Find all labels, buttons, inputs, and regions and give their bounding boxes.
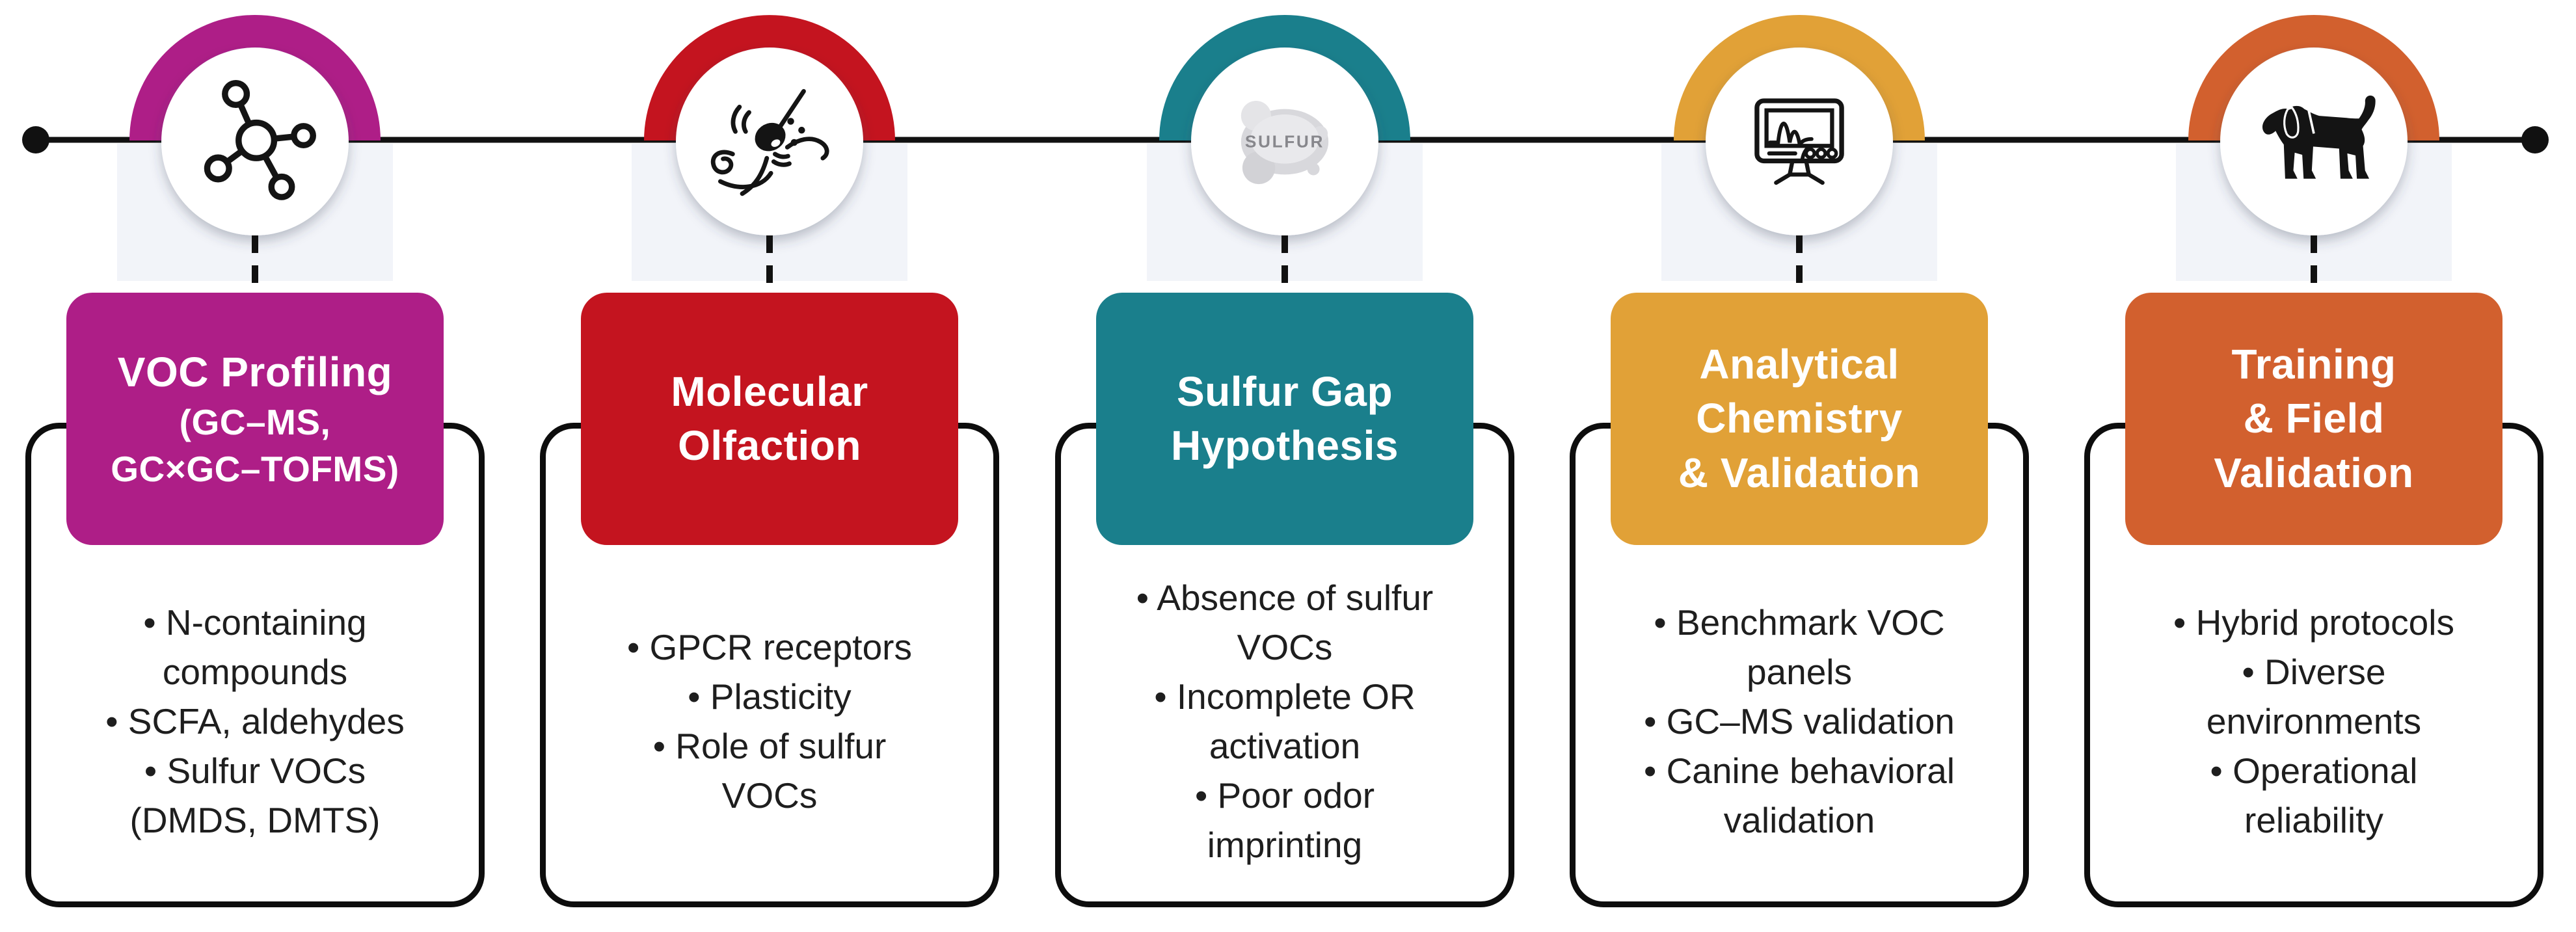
stage-title-line: & Field [2243, 395, 2385, 442]
bullet-line: • Hybrid protocols [2173, 602, 2454, 643]
stage-title-line: Training [2231, 341, 2396, 388]
bullet-line: panels [1746, 652, 1853, 693]
stage-title-line: (GC–MS, [179, 402, 331, 443]
node-arc-sulfur-gap-hypothesis [1159, 15, 1410, 140]
node-arc-training-field-validation [2188, 15, 2439, 140]
bullet-list: • N-containing compounds • SCFA, aldehydes… [35, 549, 475, 895]
stage-header-voc-profiling: VOC Profiling (GC–MS, GC×GC–TOFMS) [66, 293, 444, 545]
bullet-line: VOCs [1237, 627, 1333, 668]
stage-title-line: Chemistry [1696, 395, 1903, 442]
node-arc-molecular-olfaction [644, 15, 895, 140]
bullet-line: VOCs [721, 775, 818, 816]
timeline-start-dot [22, 126, 49, 153]
stage-title-line: VOC Profiling [117, 348, 393, 395]
bullet-line: • Role of sulfur [652, 726, 887, 766]
stage-title-line: GC×GC–TOFMS) [111, 448, 399, 489]
bullet-line: validation [1723, 799, 1875, 840]
bullet-line: reliability [2244, 799, 2383, 840]
stage-title-line: Hypothesis [1171, 422, 1399, 469]
bullet-line: environments [2206, 701, 2422, 742]
bullet-line: • Absence of sulfur [1136, 578, 1434, 619]
stage-title-line: Analytical [1699, 341, 1899, 388]
sulfur-rock-icon: SULFUR [1216, 73, 1353, 210]
bullet-line: • GC–MS validation [1644, 701, 1955, 742]
bullet-line: • Benchmark VOC [1654, 602, 1945, 643]
bullet-line: • Poor odor [1194, 775, 1375, 816]
bullet-line: • Diverse [2242, 652, 2386, 693]
chromatograph-monitor-icon [1731, 73, 1868, 210]
bullet-line: • Incomplete OR [1154, 676, 1415, 717]
dog-icon [2246, 73, 2382, 210]
bullet-line: • SCFA, aldehydes [105, 701, 405, 742]
bullet-line: • Sulfur VOCs [144, 750, 366, 791]
bullet-line: • Plasticity [688, 676, 852, 717]
stage-title-line: Validation [2214, 449, 2414, 496]
bullet-list: • Hybrid protocols • Diverse environments •… [2094, 549, 2534, 895]
bullet-line: • GPCR receptors [627, 627, 912, 668]
node-arc-voc-profiling [129, 15, 381, 140]
bullet-list: • GPCR receptors • Plasticity • Role of su… [550, 549, 989, 895]
bullet-line: compounds [162, 652, 348, 693]
bullet-line: imprinting [1207, 824, 1363, 865]
stage-title-line: & Validation [1678, 449, 1921, 496]
stage-title-line: Olfaction [678, 422, 861, 469]
node-arc-analytical-chemistry-validation [1674, 15, 1925, 140]
molecule-icon [187, 73, 323, 210]
bullet-line: • N-containing [143, 602, 367, 643]
stage-title-line: Molecular [671, 367, 868, 415]
sniffing-nose-icon [701, 73, 838, 210]
svg-text:SULFUR: SULFUR [1245, 131, 1324, 151]
bullet-line: activation [1209, 726, 1361, 766]
bullet-line: • Operational [2210, 750, 2418, 791]
stage-title-line: Sulfur Gap [1176, 367, 1393, 415]
bullet-line: • Canine behavioral [1644, 750, 1955, 791]
bullet-line: (DMDS, DMTS) [129, 799, 381, 840]
bullet-list: • Benchmark VOC panels • GC–MS validation •… [1579, 549, 2019, 895]
timeline-end-dot [2521, 126, 2549, 153]
